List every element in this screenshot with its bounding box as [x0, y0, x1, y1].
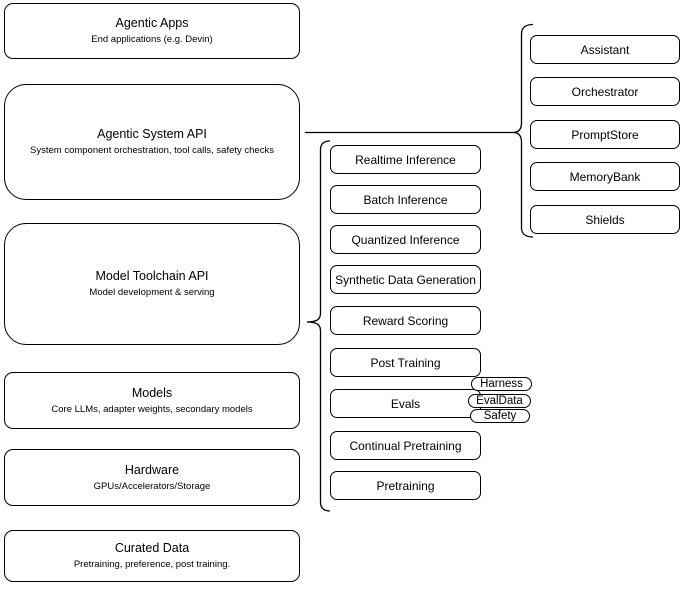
node-title: Agentic System API [97, 127, 207, 141]
toolchain-item-quantized-inference: Quantized Inference [330, 225, 481, 254]
node-agentic-system-api: Agentic System API System component orch… [4, 84, 300, 200]
toolchain-item-continual-pretraining: Continual Pretraining [330, 431, 481, 460]
node-hardware: Hardware GPUs/Accelerators/Storage [4, 449, 300, 506]
item-label: Realtime Inference [355, 152, 456, 167]
node-title: Hardware [124, 462, 180, 477]
toolchain-item-post-training: Post Training [330, 348, 481, 377]
system-item-orchestrator: Orchestrator [530, 77, 680, 106]
system-item-shields: Shields [530, 205, 680, 234]
item-label: Orchestrator [571, 84, 639, 99]
tag-label: Safety [483, 410, 517, 422]
system-item-assistant: Assistant [530, 35, 680, 64]
node-subtitle: Core LLMs, adapter weights, secondary mo… [51, 403, 253, 415]
item-label: Pretraining [376, 478, 435, 493]
node-title: Models [131, 385, 173, 400]
system-item-promptstore: PromptStore [530, 120, 680, 149]
item-label: Quantized Inference [351, 232, 460, 247]
node-subtitle: Pretraining, preference, post training. [73, 559, 231, 570]
item-label: Assistant [580, 42, 630, 57]
node-subtitle: System component orchestration, tool cal… [30, 145, 274, 156]
item-label: Shields [585, 212, 625, 227]
item-label: MemoryBank [569, 169, 641, 184]
node-title: Curated Data [114, 541, 190, 555]
item-label: Post Training [370, 355, 441, 370]
toolchain-item-realtime-inference: Realtime Inference [330, 145, 481, 174]
tag-safety: Safety [470, 409, 530, 423]
node-agentic-apps: Agentic Apps End applications (e.g. Devi… [4, 3, 300, 59]
tag-evaldata: EvalData [468, 394, 531, 408]
toolchain-brace [306, 140, 331, 512]
item-label: Evals [390, 396, 421, 411]
node-subtitle: GPUs/Accelerators/Storage [93, 480, 211, 492]
toolchain-item-synthetic-data-generation: Synthetic Data Generation [330, 265, 481, 294]
tag-harness: Harness [471, 377, 532, 391]
system-item-memorybank: MemoryBank [530, 162, 680, 191]
node-curated-data: Curated Data Pretraining, preference, po… [4, 530, 300, 582]
node-subtitle: Model development & serving [89, 287, 215, 298]
node-models: Models Core LLMs, adapter weights, secon… [4, 372, 300, 429]
toolchain-item-batch-inference: Batch Inference [330, 185, 481, 214]
item-label: Synthetic Data Generation [335, 272, 476, 287]
tag-label: Harness [480, 378, 523, 390]
item-label: Continual Pretraining [349, 438, 462, 453]
node-title: Agentic Apps [115, 16, 189, 30]
item-label: PromptStore [571, 127, 639, 142]
item-label: Batch Inference [363, 192, 448, 207]
item-label: Reward Scoring [362, 313, 449, 328]
toolchain-item-pretraining: Pretraining [330, 471, 481, 500]
toolchain-item-reward-scoring: Reward Scoring [330, 306, 481, 335]
node-subtitle: End applications (e.g. Devin) [91, 34, 213, 45]
node-title: Model Toolchain API [95, 269, 209, 283]
toolchain-item-evals: Evals [330, 389, 481, 418]
tag-label: EvalData [476, 395, 523, 407]
node-model-toolchain-api: Model Toolchain API Model development & … [4, 223, 300, 345]
